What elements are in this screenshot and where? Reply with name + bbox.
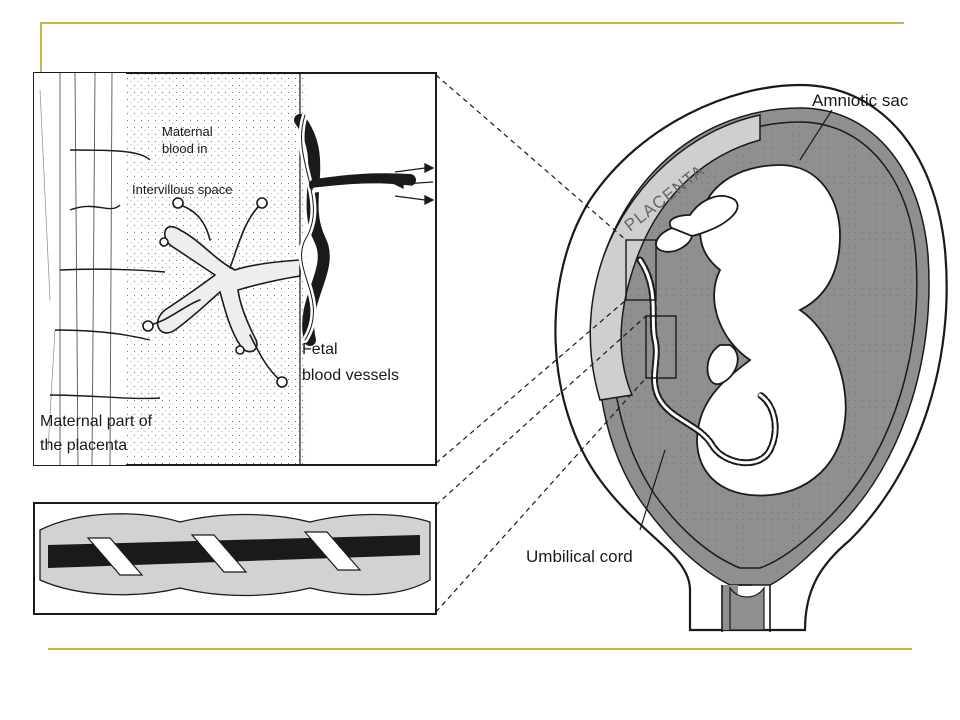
uterus-section [554, 83, 948, 632]
cord-zoom-box [645, 315, 677, 379]
intervillous-space-label: Intervillous space [132, 182, 232, 197]
villous-tree [142, 197, 301, 388]
amniotic-sac-label: Amniotic sac [812, 91, 909, 110]
umbilical-cord-inset [33, 502, 437, 615]
maternal-part-label-line2: the placenta [40, 437, 127, 454]
maternal-blood-in-label-line1: Maternal [162, 124, 213, 139]
top-accent-rule [42, 22, 904, 24]
fetus [655, 164, 847, 497]
blood-flow-arrows [393, 162, 435, 206]
fetal-vessels-label-line1: Fetal [302, 341, 338, 358]
placenta-detail-inset: Maternal blood in Intervillous space Fet… [33, 72, 437, 466]
left-accent-rule [40, 22, 42, 74]
cord-vessel-twists [86, 531, 362, 576]
placenta-zoom-box [625, 239, 657, 301]
umbilical-cord-label: Umbilical cord [526, 547, 633, 566]
fetus-body [696, 164, 847, 497]
fetus-foot [655, 227, 694, 253]
fetus-arm [706, 344, 739, 385]
fetus-leg [668, 195, 739, 238]
label-leaders [639, 109, 833, 531]
fetal-vessels-label-line2: blood vessels [302, 367, 399, 384]
maternal-part-label-line1: Maternal part of [40, 413, 153, 430]
maternal-blood-in-label-line2: blood in [162, 141, 208, 156]
placenta-region [589, 114, 761, 401]
bottom-accent-rule [48, 648, 912, 650]
connector-lines [435, 74, 647, 613]
